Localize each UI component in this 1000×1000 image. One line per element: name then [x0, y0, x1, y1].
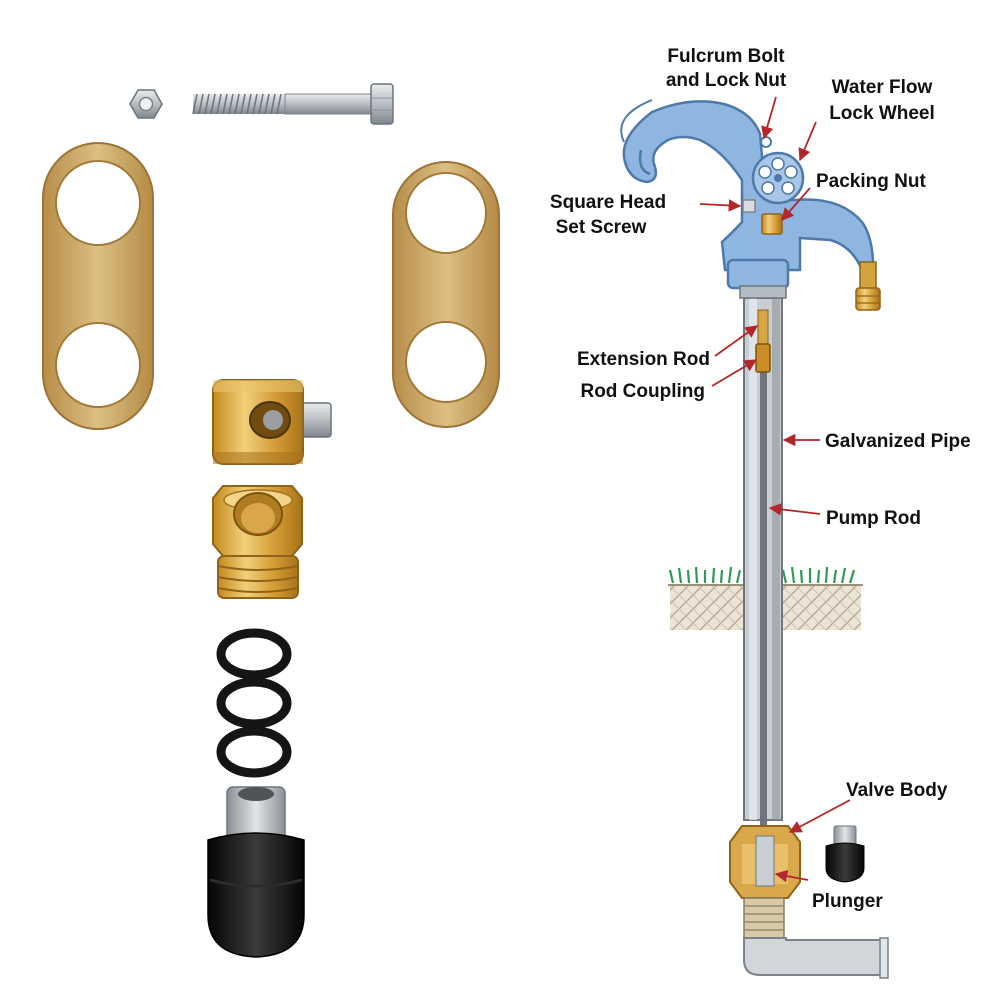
o-ring-icon	[216, 628, 292, 680]
label-extension-rod: Extension Rod	[577, 349, 710, 370]
packing-nut-icon	[212, 485, 303, 599]
label-fulcrum-bolt-line2: and Lock Nut	[666, 70, 787, 91]
lock-bracket-icon	[392, 161, 500, 428]
label-packing-nut: Packing Nut	[816, 171, 926, 192]
arrow-packing-nut	[781, 187, 811, 221]
arrow-valve-body	[788, 799, 851, 833]
label-water-flow-line2: Lock Wheel	[829, 103, 935, 124]
arrow-pump-rod	[768, 503, 821, 516]
plunger-part-icon	[825, 825, 865, 883]
set-screw-coupling-icon	[212, 379, 332, 465]
label-water-flow-line1: Water Flow	[832, 77, 933, 98]
arrow-square-head	[699, 199, 742, 212]
arrow-water-flow	[798, 121, 817, 162]
o-ring-icon	[216, 677, 292, 729]
arrow-rod-coupling	[711, 359, 758, 387]
label-fulcrum-bolt-line1: Fulcrum Bolt	[667, 46, 785, 67]
label-square-head-line1: Square Head	[550, 192, 666, 213]
ground-section	[668, 566, 863, 630]
pump-rod	[760, 318, 767, 838]
hose-spout	[855, 261, 881, 311]
packing-nut-part	[742, 199, 783, 235]
arrow-fulcrum-bolt	[761, 96, 777, 140]
arrow-extension-rod	[714, 325, 759, 357]
label-pump-rod: Pump Rod	[826, 508, 921, 529]
plunger-cup-icon	[207, 786, 305, 958]
label-square-head-line2: Set Screw	[556, 217, 647, 238]
arrow-plunger	[774, 869, 809, 883]
hex-nut-icon	[129, 89, 163, 119]
elbow-pipe	[743, 937, 889, 979]
lock-wheel-icon	[751, 151, 805, 205]
label-galvanized-pipe: Galvanized Pipe	[825, 431, 971, 452]
label-plunger: Plunger	[812, 891, 883, 912]
label-rod-coupling: Rod Coupling	[580, 381, 705, 402]
valve-body-icon	[729, 825, 801, 939]
bolt-icon	[192, 83, 394, 125]
extension-rod-segment	[757, 309, 769, 345]
label-valve-body: Valve Body	[846, 780, 948, 801]
lock-bracket-icon	[42, 142, 154, 430]
callout-arrows	[699, 96, 851, 883]
rod-coupling-segment	[755, 343, 771, 373]
o-ring-icon	[216, 726, 292, 778]
